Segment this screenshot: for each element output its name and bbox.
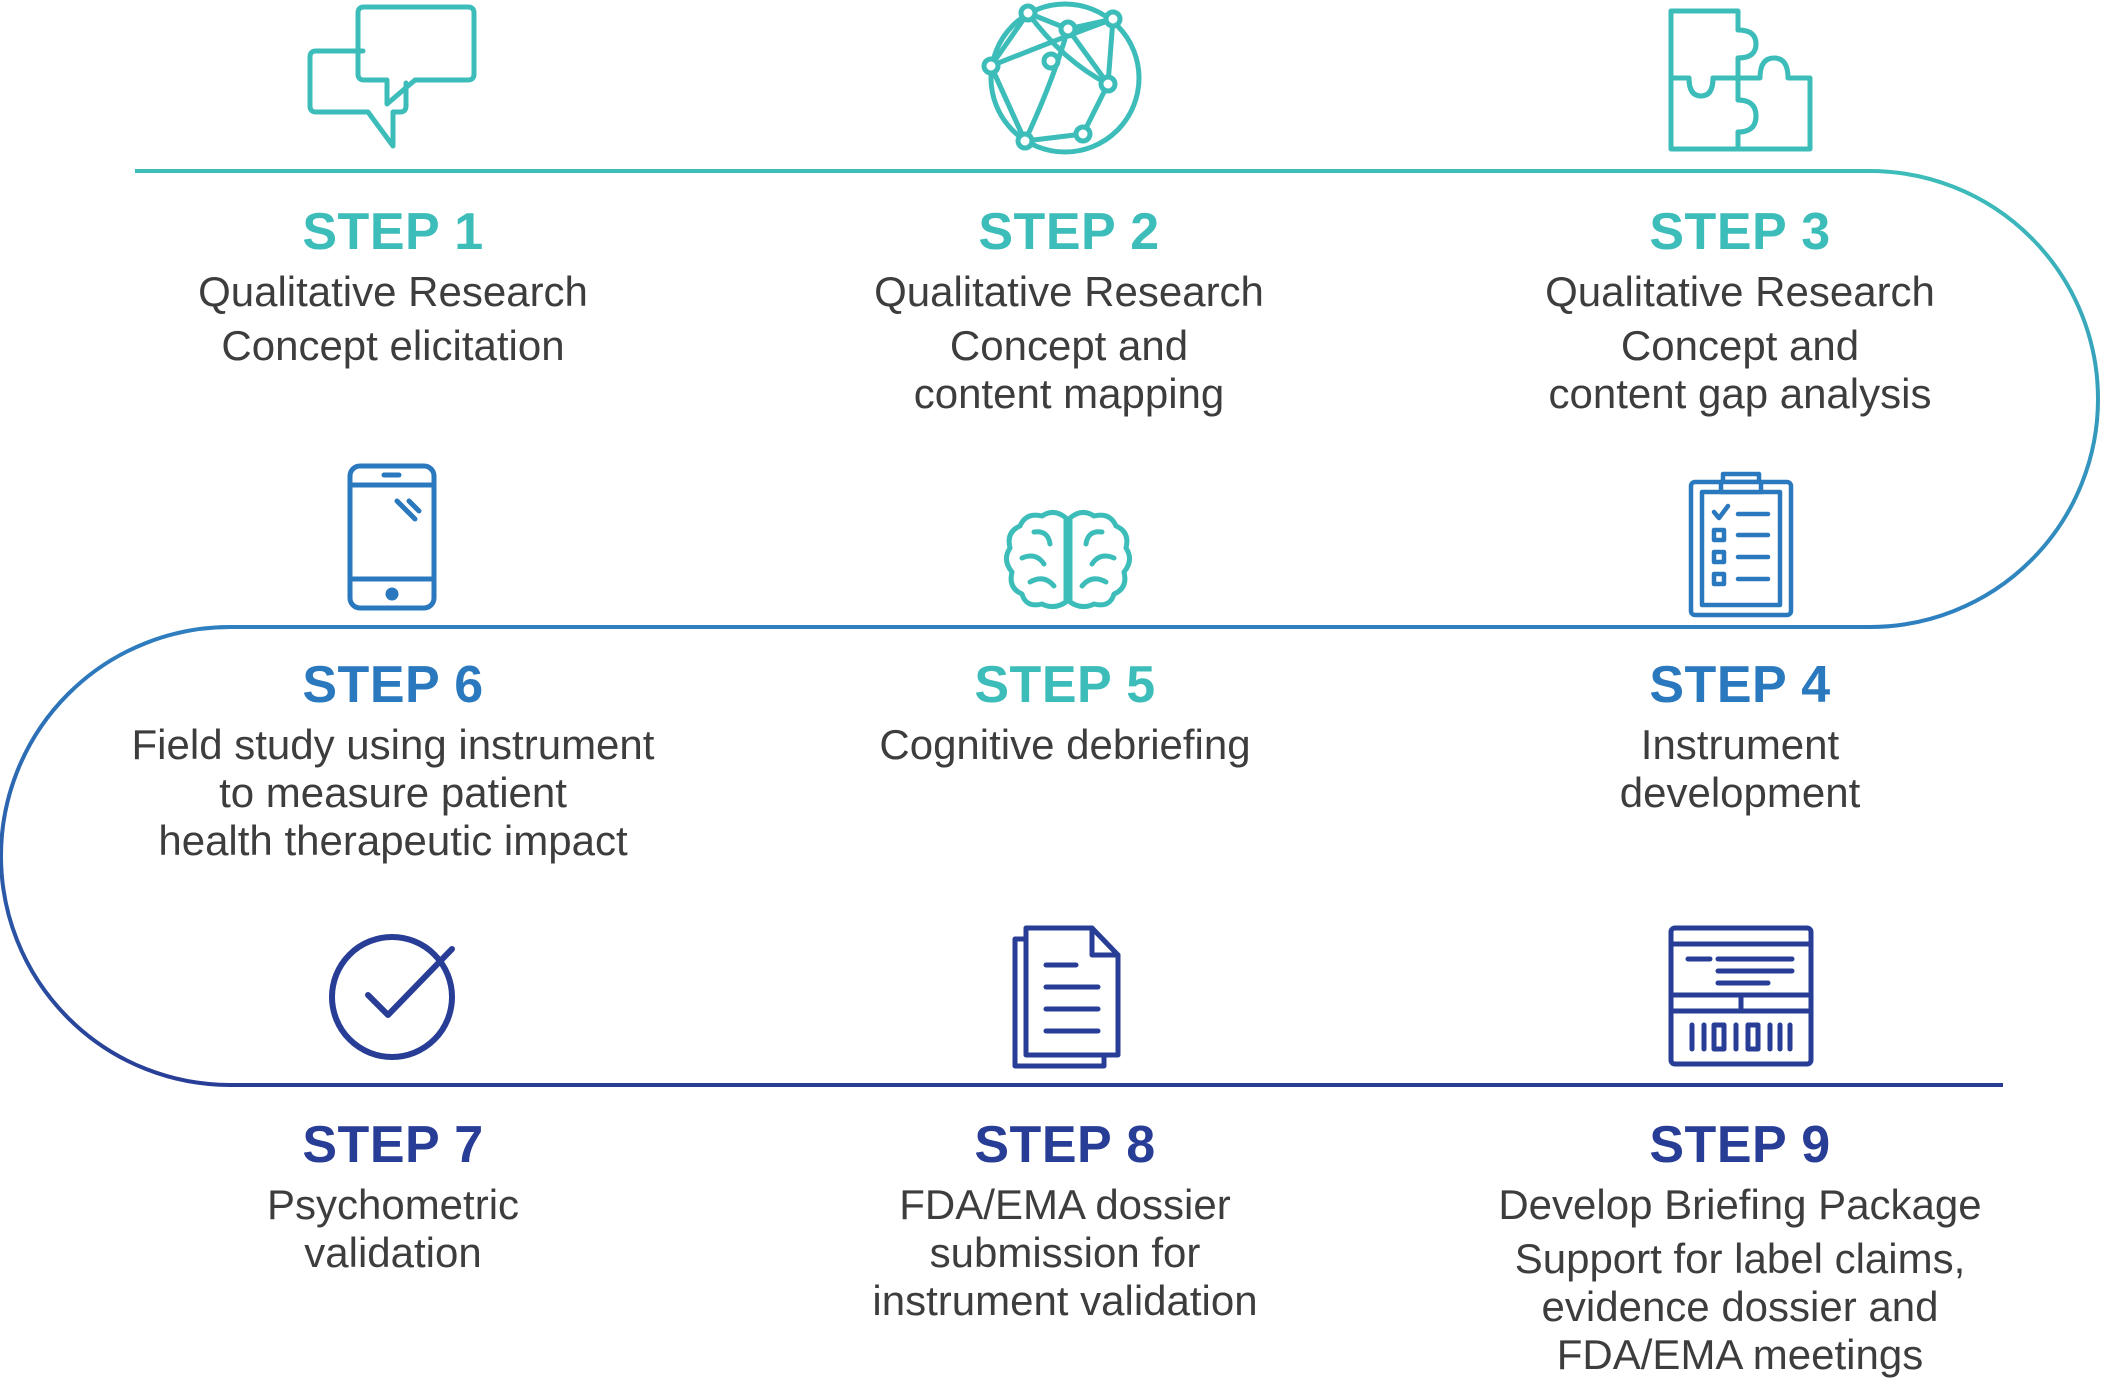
step-description-line: Psychometric	[266, 1181, 520, 1228]
step-title: STEP 4	[1649, 656, 1831, 714]
step-title: STEP 9	[1649, 1116, 1831, 1174]
step-5: STEP 5 Cognitive debriefing	[745, 655, 1385, 769]
step-description-line: to measure patient	[219, 769, 567, 816]
step-description-line: Support for label claims,	[1514, 1235, 1966, 1282]
step-description: Support for label claims,evidence dossie…	[1420, 1235, 2060, 1379]
step-description: Concept elicitation	[73, 322, 713, 370]
step-description-line: Qualitative Research	[198, 268, 588, 315]
documents-icon	[1012, 925, 1124, 1070]
clipboard-checklist-icon	[1688, 470, 1794, 618]
step-description-line: validation	[304, 1229, 482, 1276]
step-description-line: content mapping	[913, 370, 1225, 417]
step-title: STEP 5	[974, 656, 1156, 714]
step-description: Qualitative Research	[73, 268, 713, 316]
step-description-line: instrument validation	[872, 1277, 1258, 1324]
brain-icon	[1004, 510, 1132, 610]
step-description-line: FDA/EMA meetings	[1556, 1331, 1924, 1378]
puzzle-icon	[1668, 8, 1813, 153]
step-title: STEP 2	[978, 203, 1160, 261]
step-title: STEP 1	[302, 203, 484, 261]
step-description-line: Cognitive debriefing	[879, 721, 1251, 768]
step-description-line: submission for	[929, 1229, 1201, 1276]
step-description: Cognitive debriefing	[745, 721, 1385, 769]
step-description-line: Develop Briefing Package	[1498, 1181, 1982, 1228]
checkmark-circle-icon	[328, 933, 458, 1063]
step-title: STEP 6	[302, 656, 484, 714]
step-description-line: FDA/EMA dossier	[899, 1181, 1231, 1228]
smartphone-icon	[347, 463, 437, 611]
step-description-line: Concept and	[1620, 322, 1860, 369]
network-globe-icon	[981, 1, 1148, 156]
step-description: Develop Briefing Package	[1420, 1181, 2060, 1229]
step-description-line: content gap analysis	[1548, 370, 1932, 417]
step-description-line: Instrument	[1640, 721, 1840, 768]
step-description-line: Qualitative Research	[1545, 268, 1935, 315]
step-title: STEP 7	[302, 1116, 484, 1174]
briefing-package-icon	[1668, 925, 1814, 1067]
step-description-line: Qualitative Research	[874, 268, 1264, 315]
serpentine-connector-line	[0, 169, 2100, 1087]
step-description-line: Concept elicitation	[221, 322, 565, 369]
step-title: STEP 8	[974, 1116, 1156, 1174]
step-description-line: Field study using instrument	[131, 721, 655, 768]
step-title: STEP 3	[1649, 203, 1831, 261]
step-description-line: evidence dossier and	[1541, 1283, 1939, 1330]
step-description: Qualitative Research	[1420, 268, 2060, 316]
step-description-line: development	[1619, 769, 1861, 816]
speech-bubbles-icon	[307, 3, 478, 153]
step-description-line: health therapeutic impact	[158, 817, 628, 864]
step-description-line: Concept and	[949, 322, 1189, 369]
step-description: Qualitative Research	[749, 268, 1389, 316]
